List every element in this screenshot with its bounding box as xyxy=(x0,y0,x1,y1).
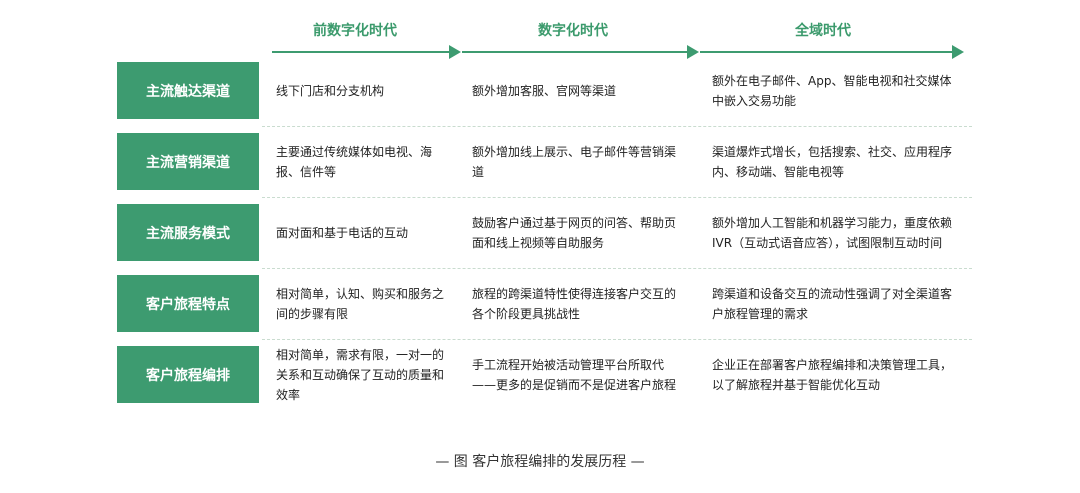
row-label-service-mode: 主流服务模式 xyxy=(117,204,259,261)
cell-text: 相对简单，需求有限，一对一的关系和互动确保了互动的质量和效率 xyxy=(276,347,445,402)
row-label-marketing-channel: 主流营销渠道 xyxy=(117,133,259,190)
cell-orchestration-pre-digital: 相对简单，需求有限，一对一的关系和互动确保了互动的质量和效率 xyxy=(276,343,446,406)
row-label-journey-orchestration: 客户旅程编排 xyxy=(117,346,259,403)
cell-text: 面对面和基于电话的互动 xyxy=(276,225,409,240)
timeline-arrows xyxy=(272,45,964,59)
cell-text: 线下门店和分支机构 xyxy=(276,83,385,98)
timeline-arrowhead-3 xyxy=(952,45,964,59)
figure-caption: — 图 客户旅程编排的发展历程 — xyxy=(435,454,645,470)
timeline-arrowhead-1 xyxy=(449,45,461,59)
cell-text: 鼓励客户通过基于网页的问答、帮助页面和线上视频等自助服务 xyxy=(472,215,677,250)
timeline-arrowhead-2 xyxy=(687,45,699,59)
cell-journey-digital: 旅程的跨渠道特性使得连接客户交互的各个阶段更具挑战性 xyxy=(472,275,682,332)
cell-text: 额外增加客服、官网等渠道 xyxy=(472,83,617,98)
cell-text: 额外增加线上展示、电子邮件等营销渠道 xyxy=(472,144,677,179)
cell-text: 手工流程开始被活动管理平台所取代——更多的是促销而不是促进客户旅程 xyxy=(472,357,677,392)
cell-service-pre-digital: 面对面和基于电话的互动 xyxy=(276,204,446,261)
row-label-touch-channel: 主流触达渠道 xyxy=(117,62,259,119)
row-divider xyxy=(262,126,972,127)
cell-text: 额外在电子邮件、App、智能电视和社交媒体中嵌入交易功能 xyxy=(712,73,952,108)
cell-text: 主要通过传统媒体如电视、海报、信件等 xyxy=(276,144,433,179)
row-divider xyxy=(262,268,972,269)
cell-journey-omni: 跨渠道和设备交互的流动性强调了对全渠道客户旅程管理的需求 xyxy=(712,275,962,332)
cell-touch-pre-digital: 线下门店和分支机构 xyxy=(276,62,446,119)
cell-service-digital: 鼓励客户通过基于网页的问答、帮助页面和线上视频等自助服务 xyxy=(472,204,682,261)
cell-touch-omni: 额外在电子邮件、App、智能电视和社交媒体中嵌入交易功能 xyxy=(712,62,962,119)
cell-text: 跨渠道和设备交互的流动性强调了对全渠道客户旅程管理的需求 xyxy=(712,286,953,321)
cell-text: 旅程的跨渠道特性使得连接客户交互的各个阶段更具挑战性 xyxy=(472,286,677,321)
row-label-journey-traits: 客户旅程特点 xyxy=(117,275,259,332)
cell-marketing-digital: 额外增加线上展示、电子邮件等营销渠道 xyxy=(472,133,682,190)
cell-orchestration-omni: 企业正在部署客户旅程编排和决策管理工具，以了解旅程并基于智能优化互动 xyxy=(712,346,962,403)
cell-text: 额外增加人工智能和机器学习能力，重度依赖 IVR（互动式语音应答），试图限制互动… xyxy=(712,215,953,250)
cell-marketing-pre-digital: 主要通过传统媒体如电视、海报、信件等 xyxy=(276,133,446,190)
cell-marketing-omni: 渠道爆炸式增长，包括搜索、社交、应用程序内、移动端、智能电视等 xyxy=(712,133,962,190)
era-header-omni: 全域时代 xyxy=(795,23,851,39)
cell-text: 相对简单，认知、购买和服务之间的步骤有限 xyxy=(276,286,445,321)
row-divider xyxy=(262,197,972,198)
cell-touch-digital: 额外增加客服、官网等渠道 xyxy=(472,62,682,119)
row-divider xyxy=(262,339,972,340)
cell-text: 渠道爆炸式增长，包括搜索、社交、应用程序内、移动端、智能电视等 xyxy=(712,144,953,179)
era-header-digital: 数字化时代 xyxy=(538,23,608,39)
cell-text: 企业正在部署客户旅程编排和决策管理工具，以了解旅程并基于智能优化互动 xyxy=(712,357,953,392)
cell-journey-pre-digital: 相对简单，认知、购买和服务之间的步骤有限 xyxy=(276,275,446,332)
cell-service-omni: 额外增加人工智能和机器学习能力，重度依赖 IVR（互动式语音应答），试图限制互动… xyxy=(712,200,962,265)
era-header-pre-digital: 前数字化时代 xyxy=(313,23,397,39)
cell-orchestration-digital: 手工流程开始被活动管理平台所取代——更多的是促销而不是促进客户旅程 xyxy=(472,343,682,406)
